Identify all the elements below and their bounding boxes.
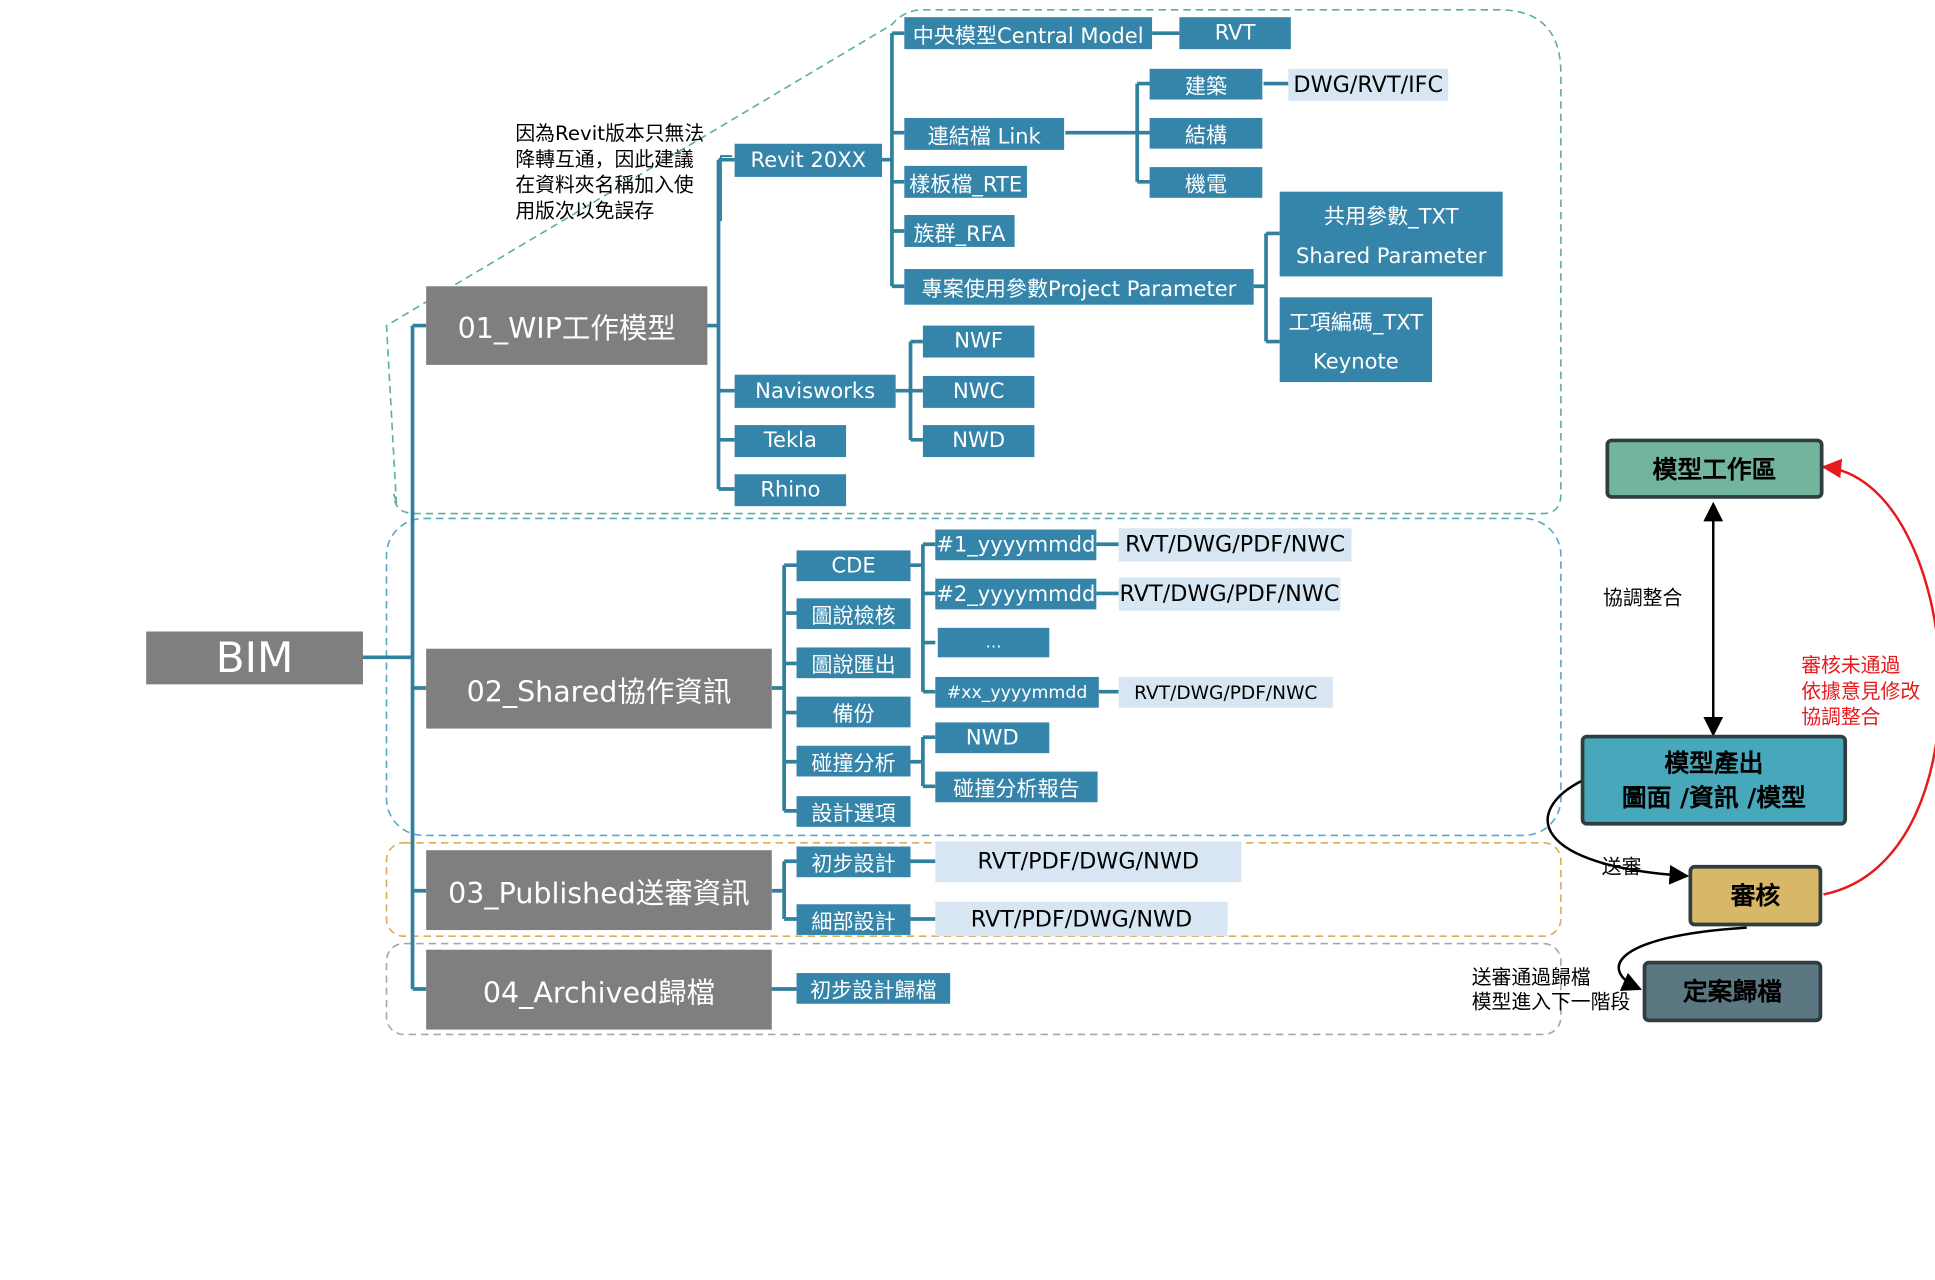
cde-item-2: #2_yyyymmdd [935, 578, 1097, 610]
published-preliminary: 初步設計 [796, 846, 911, 878]
link-format: DWG/RVT/IFC [1288, 68, 1449, 101]
archived-region-outline [385, 942, 1562, 1036]
shared-parameter-line-1: 共用參數_TXT [1323, 205, 1459, 230]
final-archive-node: 定案歸檔 [1642, 960, 1823, 1023]
link-node: 連結檔 Link [904, 117, 1065, 150]
navis-nwc: NWC [922, 375, 1035, 408]
cde-item-xx: #xx_yyyymmdd [935, 676, 1099, 708]
published-format-1: RVT/PDF/DWG/NWD [935, 841, 1242, 883]
shared-folder: 02_Shared協作資訊 [426, 648, 772, 729]
link-mep: 機電 [1149, 167, 1263, 198]
shared-region-outline [385, 517, 1562, 837]
clash-report: 碰撞分析報告 [935, 771, 1098, 803]
shared-drawing-export: 圖說匯出 [796, 647, 911, 679]
wip-region-outline [385, 9, 1562, 515]
submit-label: 送審 [1601, 855, 1642, 879]
connector-lines [362, 9, 1935, 1036]
template-node: 樣板檔_RTE [904, 165, 1027, 198]
clash-nwd: NWD [935, 722, 1050, 754]
revit-node: Revit 20XX [734, 143, 883, 177]
navisworks-node: Navisworks [734, 374, 896, 408]
shared-design-option: 設計選項 [796, 796, 911, 827]
link-architecture: 建築 [1149, 68, 1263, 100]
link-structure: 結構 [1149, 117, 1263, 149]
shared-drawing-check: 圖說檢核 [796, 598, 911, 630]
published-detailed: 細部設計 [796, 904, 911, 935]
review-node: 審核 [1688, 864, 1823, 927]
central-model-node: 中央模型Central Model [904, 17, 1153, 50]
rhino-node: Rhino [734, 474, 847, 507]
reject-label: 審核未通過 依據意見修改 協調整合 [1801, 653, 1921, 729]
shared-parameter-line-2: Shared Parameter [1295, 244, 1487, 270]
bim-root: BIM [146, 631, 363, 685]
model-output-line-1: 模型產出 [1664, 748, 1764, 778]
cde-item-ellipsis: … [937, 627, 1050, 658]
keynote-line-2: Keynote [1313, 350, 1399, 375]
navis-nwf: NWF [922, 325, 1035, 358]
shared-clash-analysis: 碰撞分析 [796, 745, 911, 777]
cde-format-1: RVT/DWG/PDF/NWC [1118, 528, 1352, 562]
archived-preliminary: 初步設計歸檔 [796, 973, 951, 1004]
family-node: 族群_RFA [904, 215, 1015, 247]
model-output-line-2: 圖面 /資訊 /模型 [1621, 782, 1806, 813]
work-area-node: 模型工作區 [1605, 438, 1824, 499]
published-format-2: RVT/PDF/DWG/NWD [935, 901, 1228, 937]
archived-folder: 04_Archived歸檔 [426, 949, 772, 1030]
shared-parameter-node: 共用參數_TXT Shared Parameter [1279, 191, 1503, 277]
cde-item-1: #1_yyyymmdd [935, 529, 1097, 561]
keynote-node: 工項編碼_TXT Keynote [1279, 297, 1433, 383]
shared-cde: CDE [796, 550, 911, 582]
tekla-node: Tekla [734, 425, 847, 458]
cde-format-2: RVT/DWG/PDF/NWC [1118, 577, 1341, 611]
pass-label: 送審通過歸檔 模型進入下一階段 [1471, 965, 1631, 1014]
project-parameter-node: 專案使用參數Project Parameter [904, 269, 1254, 305]
revit-version-note: 因為Revit版本只無法 降轉互通，因此建議 在資料夾名稱加入使 用版次以免誤存 [515, 121, 705, 223]
model-output-node: 模型產出 圖面 /資訊 /模型 [1580, 734, 1848, 826]
central-format-rvt: RVT [1179, 17, 1291, 50]
coordinate-label: 協調整合 [1603, 586, 1683, 610]
published-folder: 03_Published送審資訊 [426, 850, 772, 931]
wip-folder: 01_WIP工作模型 [426, 286, 708, 365]
cde-format-xx: RVT/DWG/PDF/NWC [1118, 676, 1333, 708]
shared-backup: 備份 [796, 696, 911, 728]
navis-nwd: NWD [922, 425, 1035, 458]
keynote-line-1: 工項編碼_TXT [1288, 310, 1424, 336]
